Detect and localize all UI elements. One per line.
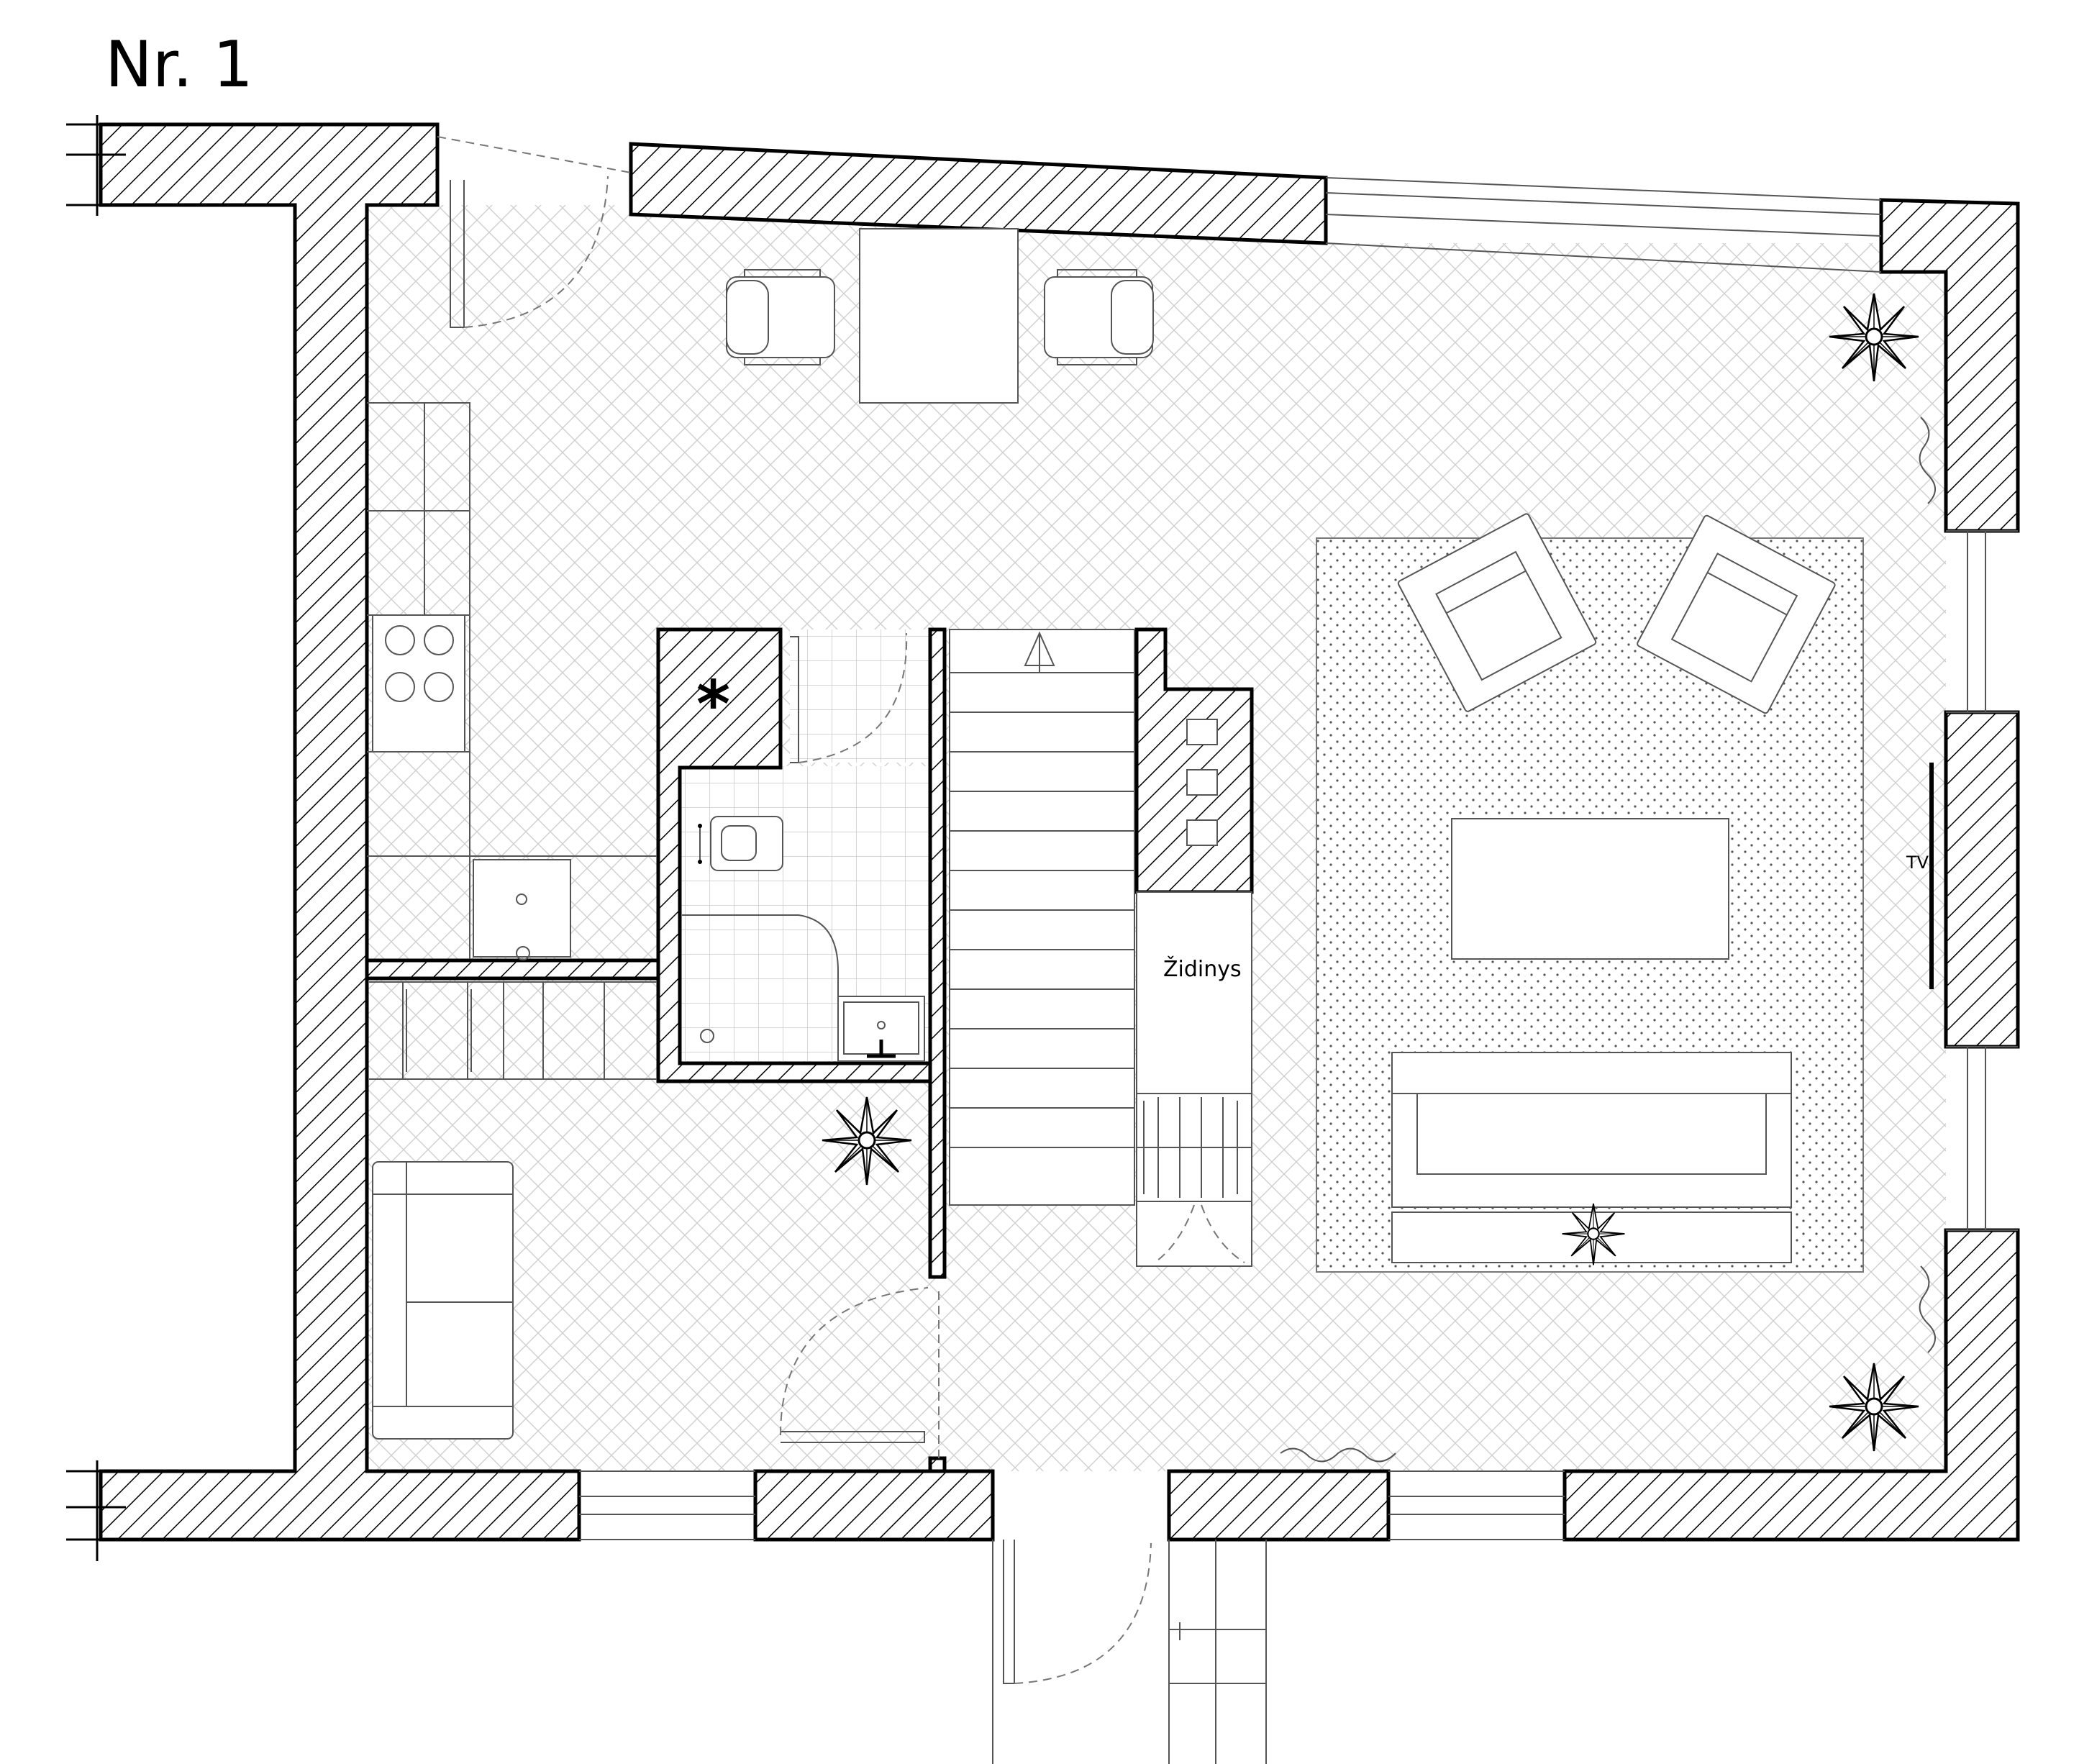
south-door-leaf [781, 1431, 925, 1443]
north-door-leaf [450, 180, 465, 328]
shower [682, 914, 839, 1061]
dining [726, 228, 1154, 404]
doors [450, 176, 1267, 1764]
dining-chair-right [1044, 269, 1154, 365]
entrance-steps [992, 1540, 1267, 1764]
stair-wall [928, 627, 947, 1279]
armchair-right [1637, 514, 1836, 714]
fireplace [1136, 719, 1252, 1267]
south-wall-center-right [1167, 1469, 1391, 1542]
coffee-table [1451, 818, 1729, 960]
east-wall-mid [1944, 710, 2020, 1049]
kitchen-sink [473, 859, 571, 958]
tv-label: TV [1906, 853, 1929, 873]
entrance-door-swing [1014, 1542, 1152, 1684]
cooktop [372, 614, 465, 753]
chimney-wall [656, 627, 937, 1083]
wc [682, 816, 925, 1062]
entrance-door-leaf [1003, 1540, 1015, 1684]
south-door-swing [780, 1287, 929, 1436]
side-sofa [372, 1161, 514, 1440]
kitchen [367, 402, 657, 1080]
wall-breaks [66, 115, 126, 1561]
north-door-swing [463, 176, 609, 328]
walls [99, 122, 2020, 1542]
chimney-mark: * [696, 667, 730, 742]
stair-direction-arrow [1024, 631, 1055, 673]
living-room [1391, 513, 1934, 1263]
plan-title: Nr. 1 [105, 27, 253, 101]
south-wall-center [753, 1469, 995, 1542]
windows [437, 136, 2018, 1540]
wc-partition [365, 958, 660, 981]
wc-door-swing [798, 632, 908, 763]
wc-door-leaf [790, 636, 799, 763]
living-sofa [1391, 1052, 1792, 1208]
staircase [949, 629, 1135, 1206]
armchair-left [1397, 513, 1597, 712]
dining-chair-left [726, 269, 835, 365]
dining-table [859, 228, 1019, 404]
fireplace-label: Židinys [1163, 956, 1242, 982]
